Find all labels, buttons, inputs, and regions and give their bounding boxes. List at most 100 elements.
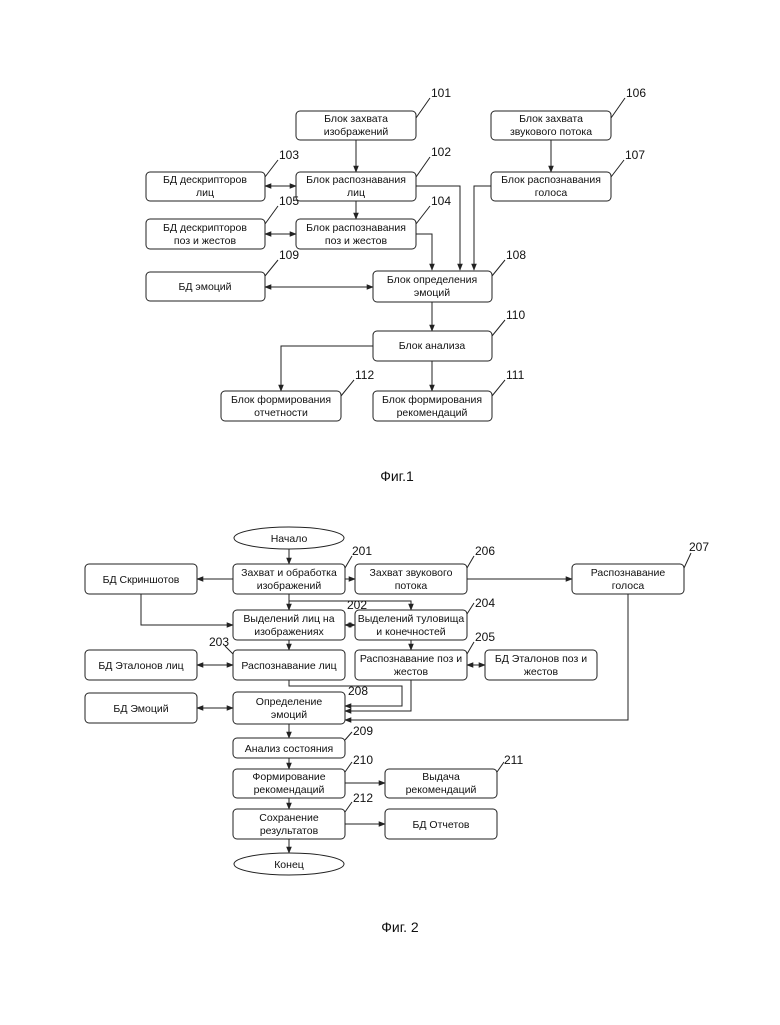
step-205-ref: 205 [475, 630, 495, 644]
block-104: Блок распознавания поз и жестов 104 [296, 194, 451, 249]
block-103: БД дескрипторов лиц 103 [146, 148, 299, 201]
db-emotions-label: БД Эмоций [113, 703, 168, 715]
db-reports: БД Отчетов [385, 809, 497, 839]
db-pose-standards: БД Эталонов поз и жестов [485, 650, 597, 680]
block-105-label-1: БД дескрипторов [163, 222, 247, 234]
step-207-label-1: Распознавание [591, 567, 666, 579]
db-face-standards: БД Эталонов лиц [85, 650, 197, 680]
block-102: Блок распознавания лиц 102 [296, 145, 451, 201]
block-112-ref: 112 [355, 368, 374, 382]
block-111: Блок формирования рекомендаций 111 [373, 368, 525, 421]
figure-1-block-diagram: Блок захвата изображений 101 Блок захват… [146, 86, 646, 484]
block-106-label-2: звукового потока [510, 126, 592, 138]
step-202-label-2: изображениях [254, 626, 324, 638]
step-206-label-2: потока [395, 580, 428, 592]
block-102-label-2: лиц [347, 187, 365, 199]
db-screenshots: БД Скриншотов [85, 564, 197, 594]
block-103-ref: 103 [279, 148, 299, 162]
step-205-label-2: жестов [394, 666, 429, 678]
terminator-start: Начало [234, 527, 344, 549]
block-108: Блок определения эмоций 108 [373, 248, 526, 302]
step-202-label-1: Выделений лиц на [243, 613, 334, 625]
block-106-ref: 106 [626, 86, 646, 100]
step-208-label-2: эмоций [271, 709, 307, 721]
terminator-end-label: Конец [274, 859, 304, 871]
edge-107-108 [474, 186, 491, 270]
step-208-label-1: Определение [256, 696, 323, 708]
block-109-label-1: БД эмоций [178, 281, 231, 293]
block-109: БД эмоций 109 [146, 248, 299, 301]
block-101-label-2: изображений [324, 126, 389, 138]
figure-2-flowchart: Начало Захват и обработка изображений 20… [85, 527, 709, 935]
edge-104-108 [416, 234, 432, 270]
terminator-end: Конец [234, 853, 344, 875]
step-203-ref: 203 [209, 635, 229, 649]
step-212-label-1: Сохранение [259, 812, 319, 824]
step-201-label-2: изображений [257, 580, 322, 592]
step-201: Захват и обработка изображений 201 [233, 544, 372, 594]
block-107-label-2: голоса [535, 187, 568, 199]
step-206-ref: 206 [475, 544, 495, 558]
step-208: Определение эмоций 208 [233, 684, 368, 724]
step-210-label-1: Формирование [252, 771, 325, 783]
block-104-ref: 104 [431, 194, 451, 208]
block-111-label-2: рекомендаций [397, 407, 468, 419]
fig2-connectors [141, 549, 628, 853]
block-112: Блок формирования отчетности 112 [221, 368, 374, 421]
step-212-ref: 212 [353, 791, 373, 805]
db-pose-standards-label-2: жестов [524, 666, 559, 678]
block-108-label-1: Блок определения [387, 274, 477, 286]
block-110-label-1: Блок анализа [399, 340, 466, 352]
block-107: Блок распознавания голоса 107 [491, 148, 645, 201]
step-209-ref: 209 [353, 724, 373, 738]
block-112-label-1: Блок формирования [231, 394, 331, 406]
step-204-label-2: и конечностей [376, 626, 446, 638]
terminator-start-label: Начало [271, 533, 308, 545]
step-211-ref: 211 [504, 753, 523, 767]
block-103-label-2: лиц [196, 187, 214, 199]
db-reports-label: БД Отчетов [413, 819, 470, 831]
block-107-label-1: Блок распознавания [501, 174, 601, 186]
step-212-label-2: результатов [260, 825, 319, 837]
step-204-ref: 204 [475, 596, 495, 610]
block-101: Блок захвата изображений 101 [296, 86, 451, 140]
step-208-ref: 208 [348, 684, 368, 698]
db-face-standards-label: БД Эталонов лиц [98, 660, 183, 672]
step-203-label-1: Распознавание лиц [241, 660, 336, 672]
figure-2-caption: Фиг. 2 [381, 919, 419, 935]
block-105-label-2: поз и жестов [174, 235, 237, 247]
step-207-ref: 207 [689, 540, 709, 554]
step-207-label-2: голоса [612, 580, 645, 592]
block-107-ref: 107 [625, 148, 645, 162]
step-207: Распознавание голоса 207 [572, 540, 709, 594]
step-201-ref: 201 [352, 544, 372, 558]
step-210-ref: 210 [353, 753, 373, 767]
block-108-ref: 108 [506, 248, 526, 262]
step-211: Выдача рекомендаций 211 [385, 753, 523, 798]
step-206-label-1: Захват звукового [370, 567, 453, 579]
db-emotions: БД Эмоций [85, 693, 197, 723]
block-105-ref: 105 [279, 194, 299, 208]
step-206: Захват звукового потока 206 [355, 544, 495, 594]
db-pose-standards-label-1: БД Эталонов поз и [495, 653, 587, 665]
step-205-label-1: Распознавание поз и [360, 653, 462, 665]
block-101-ref: 101 [431, 86, 451, 100]
step-203: Распознавание лиц 203 [209, 635, 345, 680]
step-209-label-1: Анализ состояния [245, 743, 333, 755]
step-211-label-2: рекомендаций [406, 784, 477, 796]
block-101-label-1: Блок захвата [324, 113, 388, 125]
block-105: БД дескрипторов поз и жестов 105 [146, 194, 299, 249]
block-102-label-1: Блок распознавания [306, 174, 406, 186]
step-204-label-1: Выделений туловища [358, 613, 465, 625]
block-108-label-2: эмоций [414, 287, 450, 299]
step-210-label-2: рекомендаций [254, 784, 325, 796]
block-104-label-1: Блок распознавания [306, 222, 406, 234]
block-111-ref: 111 [506, 368, 525, 382]
block-110: Блок анализа 110 [373, 308, 525, 361]
edge-dbshots-202 [141, 594, 233, 625]
block-104-label-2: поз и жестов [325, 235, 388, 247]
block-110-ref: 110 [506, 308, 525, 322]
block-103-label-1: БД дескрипторов [163, 174, 247, 186]
block-112-label-2: отчетности [254, 407, 308, 419]
